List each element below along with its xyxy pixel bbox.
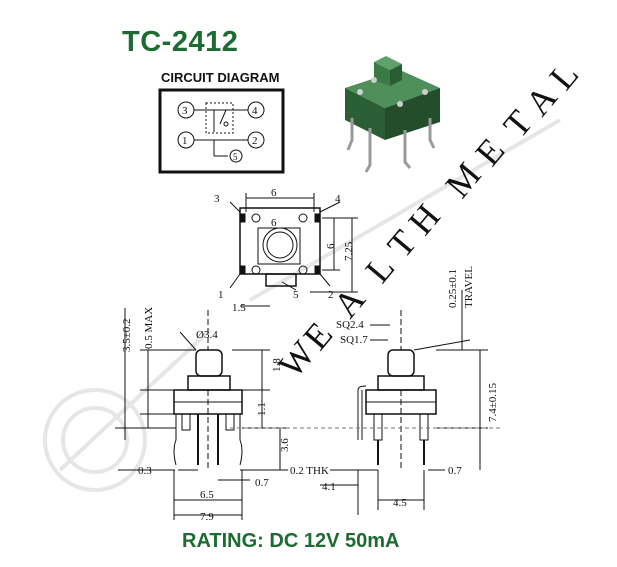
front-view-dim-pitch: 6.5 [200, 489, 214, 501]
side-view-dim-travel-label: TRAVEL [463, 266, 475, 308]
watermark-letter: E [467, 131, 512, 174]
circuit-diagram [158, 88, 285, 174]
side-view-dim-lead: 0.7 [448, 465, 462, 477]
front-view-dim-lead-width: 0.7 [255, 477, 269, 489]
front-view-actuator [195, 349, 223, 377]
watermark [43, 118, 562, 492]
top-view-pin-5: 5 [293, 289, 299, 301]
side-view-dim-sq17: SQ1.7 [340, 334, 368, 346]
top-view-dim-pitch: 6 [325, 243, 337, 249]
watermark-letter: M [437, 155, 488, 205]
front-view-dim-lead: 0.3 [138, 465, 152, 477]
top-view [229, 193, 358, 307]
top-view-dim-height: 7.25 [343, 241, 355, 261]
pin-2-label: 2 [252, 135, 258, 147]
top-view-pin-3: 3 [214, 193, 220, 205]
top-view-dim-width: 6 [271, 187, 277, 199]
top-view-pin-2: 2 [328, 289, 334, 301]
side-view-dim-thickness: 0.2 THK [290, 465, 329, 477]
front-view-dim-cap: 1.8 [271, 358, 283, 372]
top-view-pin-1: 1 [218, 289, 224, 301]
top-view-pin-4: 4 [335, 193, 341, 205]
front-view-dim-diameter: Ø3.4 [196, 329, 218, 341]
circuit-diagram-label: CIRCUIT DIAGRAM [161, 70, 280, 85]
pin-1-label: 1 [182, 135, 188, 147]
page-title: TC-2412 [122, 26, 239, 58]
side-view-dim-height: 7.4±0.15 [487, 382, 499, 422]
top-view-dim-inner: 6 [271, 217, 277, 229]
front-view-dim-width: 7.9 [200, 511, 214, 523]
pin-5-label: 5 [233, 152, 238, 162]
front-view-dim-actuator: 3.5±0.2 [121, 318, 133, 352]
front-view-dim-leg: 3.6 [279, 438, 291, 452]
top-view-dim-offset: 1.5 [232, 302, 246, 314]
front-view-dim-body: 1.1 [256, 402, 268, 416]
circuit-frame [158, 88, 285, 174]
side-view-dim-pitch: 4.5 [393, 497, 407, 509]
front-view-dim-max: 0.5 MAX [143, 307, 155, 349]
switch-3d-illustration [345, 56, 440, 173]
side-view [230, 290, 500, 515]
rating-label: RATING: DC 12V 50mA [182, 530, 400, 552]
side-view-dim-sq24: SQ2.4 [336, 319, 364, 331]
side-view-actuator [387, 349, 415, 377]
front-view [115, 308, 288, 520]
side-view-dim-travel-value: 0.25±0.1 [447, 269, 459, 308]
pin-3-label: 3 [182, 105, 188, 117]
pin-5-circle [229, 149, 243, 163]
pin-4-label: 4 [252, 105, 258, 117]
side-view-dim-offset: 4.1 [322, 481, 336, 493]
